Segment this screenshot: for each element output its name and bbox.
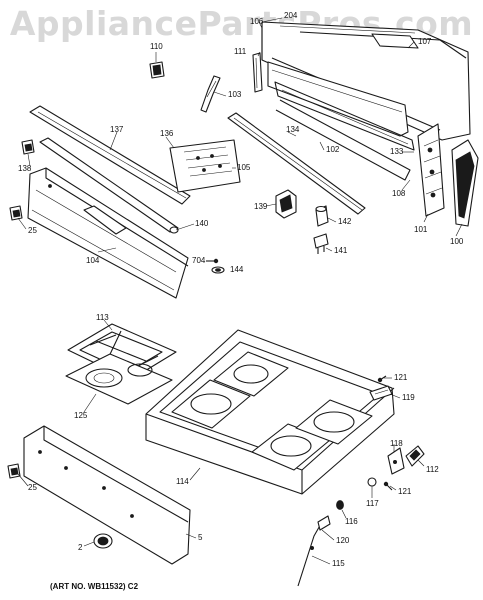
callout-103: 103	[228, 90, 242, 99]
knob-2	[93, 533, 113, 549]
callout-139: 139	[254, 202, 268, 211]
manifold-cover-104	[27, 167, 189, 299]
leader-lines	[17, 17, 463, 565]
callout-100: 100	[450, 237, 464, 246]
clip-110	[149, 61, 165, 79]
foot-25-upper	[9, 205, 23, 221]
callout-141: 141	[334, 246, 348, 255]
spring-117	[367, 477, 377, 487]
callout-102: 102	[326, 145, 340, 154]
callout-117: 117	[366, 499, 379, 508]
trough-108	[275, 99, 411, 181]
callout-140: 140	[195, 219, 209, 228]
callout-108: 108	[392, 189, 406, 198]
callout-101: 101	[414, 225, 428, 234]
callout-115: 115	[332, 559, 345, 568]
callout-106: 106	[250, 17, 264, 26]
cooktop-114	[145, 329, 395, 495]
callout-105: 105	[237, 163, 251, 172]
callout-107: 107	[418, 37, 432, 46]
tube-140	[39, 137, 179, 234]
callout-120: 120	[336, 536, 350, 545]
side-cover-100	[451, 139, 479, 227]
manifold-panel	[267, 61, 415, 151]
callout-104: 104	[86, 256, 100, 265]
callout-114: 114	[176, 477, 189, 486]
bar-134	[227, 112, 366, 215]
grommet-144	[211, 266, 225, 274]
front-trim-5	[23, 425, 191, 565]
callout-2: 2	[78, 543, 83, 552]
callout-118: 118	[390, 439, 403, 448]
callout-137: 137	[110, 125, 124, 134]
callout-110: 110	[150, 42, 163, 51]
screw-121-upper	[377, 375, 387, 383]
drip-pan-125	[65, 353, 173, 405]
callout-113: 113	[96, 313, 109, 322]
art-number-caption: (ART NO. WB11532) C2	[50, 582, 139, 591]
latch-112	[405, 445, 425, 467]
backguard-panel	[261, 21, 471, 141]
bracket-103	[200, 75, 221, 113]
rail-137	[29, 105, 191, 205]
callout-111: 111	[234, 47, 247, 56]
callout-138: 138	[18, 164, 32, 173]
callout-5: 5	[198, 533, 203, 542]
callout-142: 142	[338, 217, 352, 226]
side-trim-strip	[252, 52, 263, 93]
bracket-141	[313, 233, 329, 254]
control-board-105	[169, 139, 241, 193]
callout-25-lower: 25	[28, 483, 37, 492]
igniter-142	[315, 205, 329, 227]
callout-133: 133	[390, 147, 404, 156]
callout-136: 136	[160, 129, 174, 138]
callout-121-lower: 121	[398, 487, 412, 496]
callout-204: 204	[284, 11, 298, 20]
callout-704: 704	[192, 256, 206, 265]
bracket-118	[387, 447, 405, 475]
callout-116: 116	[345, 517, 358, 526]
hinge-bracket-101	[417, 123, 445, 217]
clip-138	[21, 139, 35, 155]
callout-112: 112	[426, 465, 439, 474]
callout-134: 134	[286, 125, 300, 134]
spacer-116	[336, 500, 344, 510]
clip-119	[369, 385, 393, 401]
callout-25-upper: 25	[28, 226, 37, 235]
callout-144: 144	[230, 265, 244, 274]
callout-119: 119	[402, 393, 415, 402]
callout-125: 125	[74, 411, 88, 420]
valve-139	[275, 189, 297, 219]
foot-25-lower	[7, 463, 21, 479]
callout-121-upper: 121	[394, 373, 408, 382]
hinge-rod-115	[297, 515, 331, 587]
screw-121-lower	[383, 481, 393, 491]
screw-704	[206, 258, 219, 264]
